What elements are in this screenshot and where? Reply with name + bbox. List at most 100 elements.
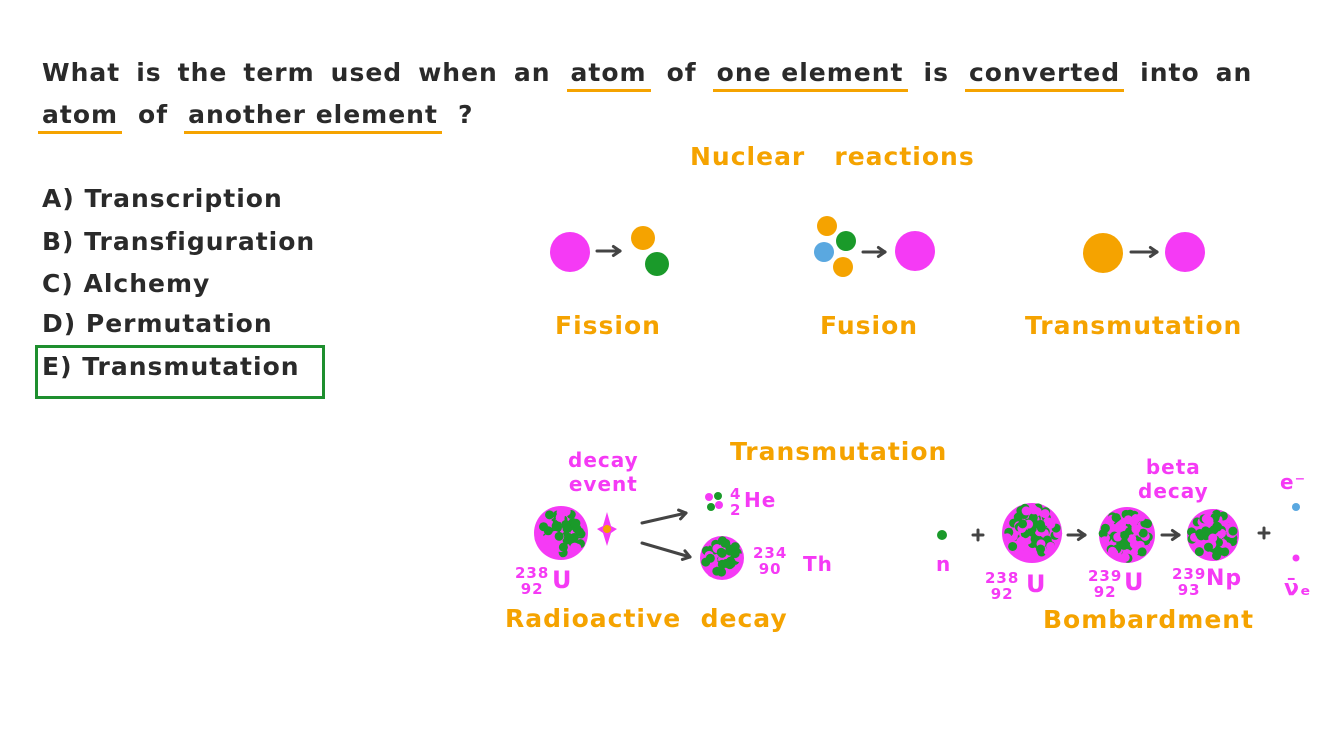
uranium-239-nucleus-nucleon	[1138, 528, 1148, 538]
u239-mass: 239	[1088, 567, 1123, 585]
uranium-239-nucleus-nucleon	[1114, 522, 1124, 532]
question-word: is	[923, 58, 949, 87]
uranium-238-target-nucleon	[1021, 506, 1031, 516]
np-atomic: 93	[1177, 581, 1201, 599]
question-word: the	[177, 58, 228, 87]
plus-icon	[1257, 526, 1271, 540]
uranium-239-nucleus-nucleon	[1137, 547, 1147, 557]
decay-event-label: decay event	[568, 448, 639, 496]
question-word: What	[42, 58, 121, 87]
nuclear-reactions-heading: Nuclear reactions	[690, 142, 975, 171]
uranium-238-target-nucleon	[1036, 523, 1046, 533]
th-symbol: Th	[803, 552, 833, 576]
neptunium-239-nucleus-nucleon	[1194, 547, 1204, 557]
thorium-234-nucleus-nucleon	[725, 560, 735, 570]
uranium-238-target-nucleon	[1040, 509, 1050, 519]
u238b-symbol: U	[1026, 570, 1047, 598]
uranium-238-target-nucleon	[1028, 513, 1038, 523]
neutron	[937, 530, 947, 540]
uranium-238-target-nucleon	[1046, 519, 1056, 529]
antineutrino-label: ν̄ₑ	[1284, 576, 1312, 601]
neptunium-239-nucleus-nucleon	[1228, 526, 1238, 536]
underlined-keyword: one element	[712, 58, 908, 92]
beta-decay-label: beta decay	[1138, 455, 1209, 503]
fission-label: Fission	[555, 311, 661, 340]
fusion-nucleon	[836, 231, 856, 251]
uranium-239-nucleus-nucleon	[1120, 530, 1130, 540]
neptunium-239-nucleus-nucleon	[1212, 551, 1222, 561]
option-a[interactable]: A) Transcription	[42, 184, 283, 213]
question-word: when	[418, 58, 498, 87]
he-atomic: 2	[730, 501, 742, 519]
u238-symbol: U	[552, 566, 573, 594]
uranium-238-target-nucleon	[1002, 533, 1012, 543]
uranium-238-target-nucleon	[1046, 541, 1056, 551]
question-word: used	[330, 58, 403, 87]
fusion-arrow	[861, 245, 887, 259]
bombard-arrow-2	[1160, 528, 1181, 542]
thorium-234-nucleus-nucleon	[720, 538, 730, 548]
option-b[interactable]: B) Transfiguration	[42, 227, 316, 256]
fusion-nucleon	[833, 257, 853, 277]
thorium-234-nucleus-nucleon	[717, 548, 727, 558]
neptunium-239-nucleus-nucleon	[1201, 514, 1211, 524]
uranium-239-nucleus-nucleon	[1111, 513, 1121, 523]
fusion-nucleon	[814, 242, 834, 262]
uranium-239-nucleus-nucleon	[1100, 523, 1110, 533]
uranium-238-nucleus-nucleon	[570, 542, 580, 552]
u238-atomic: 92	[520, 580, 544, 598]
transmutation-arrow	[1129, 245, 1159, 259]
neptunium-239-nucleus-nucleon	[1209, 525, 1219, 535]
question-word: of	[138, 100, 169, 129]
option-e[interactable]: E) Transmutation	[42, 352, 300, 381]
neutron-label: n	[936, 552, 952, 576]
parent-nucleus	[550, 232, 590, 272]
electron-dot	[1292, 503, 1300, 511]
plus-icon	[971, 528, 985, 542]
decay-arrow-th	[640, 541, 692, 561]
he-nucleon	[707, 503, 715, 511]
uranium-238-nucleus-nucleon	[564, 533, 574, 543]
uranium-238-nucleus-nucleon	[558, 542, 568, 552]
uranium-239-nucleus-nucleon	[1107, 546, 1117, 556]
uranium-239-nucleus-nucleon	[1113, 532, 1123, 542]
uranium-238-nucleus-nucleon	[554, 531, 564, 541]
neptunium-239-nucleus-nucleon	[1204, 551, 1214, 561]
fused-nucleus	[895, 231, 935, 271]
original-element	[1083, 233, 1123, 273]
radioactive-decay-label: Radioactive decay	[505, 604, 788, 633]
np-mass: 239	[1172, 565, 1207, 583]
thorium-234-nucleus-nucleon	[717, 567, 727, 577]
uranium-239-nucleus-nucleon	[1119, 540, 1129, 550]
new-element	[1165, 232, 1205, 272]
neptunium-239-nucleus-nucleon	[1203, 542, 1213, 552]
question-word: an	[513, 58, 551, 87]
u238b-atomic: 92	[990, 585, 1014, 603]
uranium-239-nucleus-nucleon	[1131, 524, 1141, 534]
option-c[interactable]: C) Alchemy	[42, 269, 211, 298]
bombard-arrow-1	[1066, 528, 1087, 542]
th-mass: 234	[753, 544, 788, 562]
uranium-238-nucleus-nucleon	[571, 518, 581, 528]
option-d[interactable]: D) Permutation	[42, 309, 273, 338]
u239-symbol: U	[1124, 568, 1145, 596]
fission-arrow	[595, 244, 622, 258]
he-symbol: He	[744, 488, 777, 512]
uranium-238-target-nucleon	[1036, 544, 1046, 554]
question-word: term	[243, 58, 315, 87]
thorium-234-nucleus-nucleon	[730, 549, 740, 559]
neptunium-239-nucleus-nucleon	[1208, 533, 1218, 543]
bombardment-label: Bombardment	[1043, 605, 1255, 634]
neptunium-239-nucleus-nucleon	[1196, 531, 1206, 541]
electron-label: e⁻	[1280, 470, 1307, 494]
correct-answer-box	[35, 345, 325, 399]
transmutation-heading: Transmutation	[730, 437, 948, 466]
question-word: ?	[457, 100, 474, 129]
uranium-239-nucleus-nucleon	[1120, 552, 1130, 562]
